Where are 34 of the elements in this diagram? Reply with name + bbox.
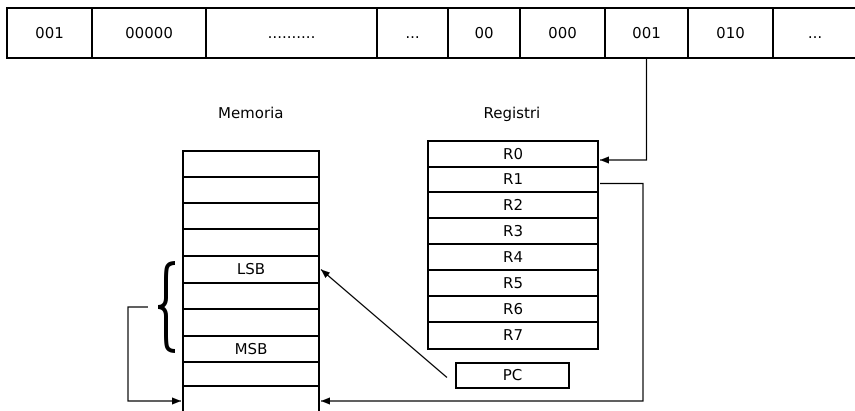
program-counter-box: PC	[455, 362, 570, 389]
column-heading: Memoria	[218, 104, 284, 122]
instruction-field: 00000	[91, 7, 207, 59]
memory-cell	[182, 282, 320, 310]
memory-cell	[182, 308, 320, 337]
register-cell: R6	[427, 295, 599, 323]
memory-cell	[182, 385, 320, 411]
register-cell: R7	[427, 321, 599, 350]
instruction-field: ...	[772, 7, 855, 59]
arrow	[320, 269, 448, 378]
arrow	[321, 182, 644, 405]
register-cell: R0	[427, 140, 599, 168]
instruction-field: 00	[447, 7, 521, 59]
memory-cell	[182, 202, 320, 230]
arrow	[600, 59, 648, 164]
instruction-field: 001	[604, 7, 689, 59]
memory-cell: LSB	[182, 255, 320, 284]
column-heading: Registri	[484, 104, 540, 122]
instruction-field: 010	[687, 7, 774, 59]
memory-cell	[182, 361, 320, 387]
instruction-field: 000	[519, 7, 606, 59]
register-cell: R5	[427, 269, 599, 297]
memory-cell	[182, 176, 320, 204]
instruction-field: 001	[6, 7, 93, 59]
memory-cell	[182, 150, 320, 178]
memory-cell: MSB	[182, 335, 320, 363]
register-cell: R3	[427, 217, 599, 245]
instruction-field: ...	[376, 7, 449, 59]
memory-cell	[182, 228, 320, 257]
register-cell: R1	[427, 166, 599, 193]
arrow	[127, 306, 181, 405]
register-cell: R4	[427, 243, 599, 271]
instruction-field: ..........	[205, 7, 378, 59]
register-cell: R2	[427, 191, 599, 219]
